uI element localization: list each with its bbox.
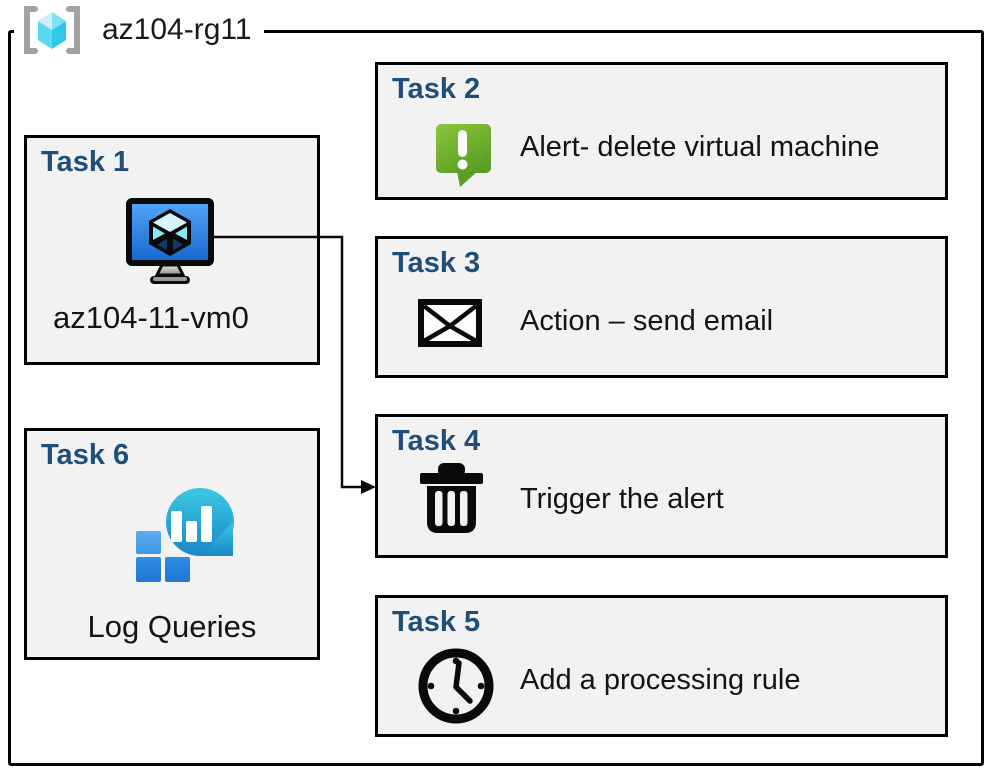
clock-icon: [416, 646, 496, 726]
task4-title: Task 4: [392, 425, 481, 457]
task4-box: Task 4 Trigger the alert: [375, 414, 948, 558]
task1-box: Task 1: [24, 135, 320, 365]
task3-box: Task 3 Action – send email: [375, 236, 948, 378]
task2-title: Task 2: [392, 73, 481, 105]
email-envelope-icon: [418, 299, 482, 347]
task1-vm-name: az104-11-vm0: [53, 300, 249, 335]
task2-label: Alert- delete virtual machine: [520, 131, 880, 163]
task3-label: Action – send email: [520, 305, 774, 337]
task1-title: Task 1: [41, 146, 130, 178]
resource-group-header: az104-rg11: [14, 4, 264, 56]
trash-can-icon: [420, 463, 483, 537]
task5-label: Add a processing rule: [520, 664, 801, 696]
alert-message-icon: [435, 123, 492, 189]
task6-title: Task 6: [41, 439, 130, 471]
task2-box: Task 2 Alert- delete virtual machine: [375, 62, 948, 200]
task3-title: Task 3: [392, 247, 481, 279]
task5-box: Task 5 Add a processing rule: [375, 595, 948, 737]
resource-group-icon: [18, 5, 86, 55]
resource-group-name: az104-rg11: [102, 13, 252, 46]
log-analytics-icon: [136, 487, 243, 584]
virtual-machine-icon: [126, 198, 214, 286]
task6-box: Task 6: [24, 428, 320, 660]
task5-title: Task 5: [392, 606, 481, 638]
task4-label: Trigger the alert: [520, 483, 724, 515]
task6-label: Log Queries: [87, 609, 257, 644]
